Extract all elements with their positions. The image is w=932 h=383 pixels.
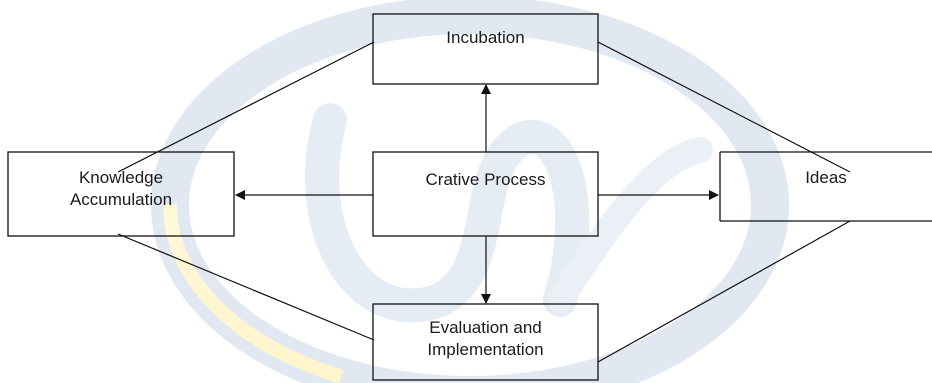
ideas-label-wrap: Ideas — [720, 152, 932, 204]
evaluation-label-line2: Implementation — [427, 340, 544, 359]
knowledge-box — [7, 151, 235, 237]
incubation-box — [372, 13, 599, 85]
line-evaluation-to-ideas — [597, 220, 851, 363]
knowledge-label-wrap: Knowledge Accumulation — [8, 158, 234, 220]
boxes — [7, 13, 932, 381]
creative-process-box — [372, 151, 599, 237]
knowledge-label-line2: Accumulation — [69, 190, 173, 209]
creative-process-label: Crative Process — [425, 170, 546, 189]
evaluation-label-line1: Evaluation and — [429, 318, 542, 337]
incubation-label: Incubation — [446, 28, 525, 47]
ideas-box — [719, 151, 932, 222]
evaluation-box — [372, 303, 599, 381]
knowledge-label-line1: Knowledge — [78, 168, 164, 187]
arrows — [235, 84, 719, 304]
watermark-logo — [151, 0, 789, 383]
incubation-label-wrap: Incubation — [373, 14, 598, 62]
evaluation-label-wrap: Evaluation and Implementation — [373, 312, 598, 366]
ideas-label: Ideas — [805, 168, 847, 187]
connector-lines — [117, 41, 851, 363]
line-knowledge-to-evaluation — [117, 233, 375, 341]
creative-process-label-wrap: Crative Process — [373, 152, 598, 208]
line-incubation-to-ideas — [597, 41, 851, 173]
line-knowledge-to-incubation — [117, 41, 375, 173]
